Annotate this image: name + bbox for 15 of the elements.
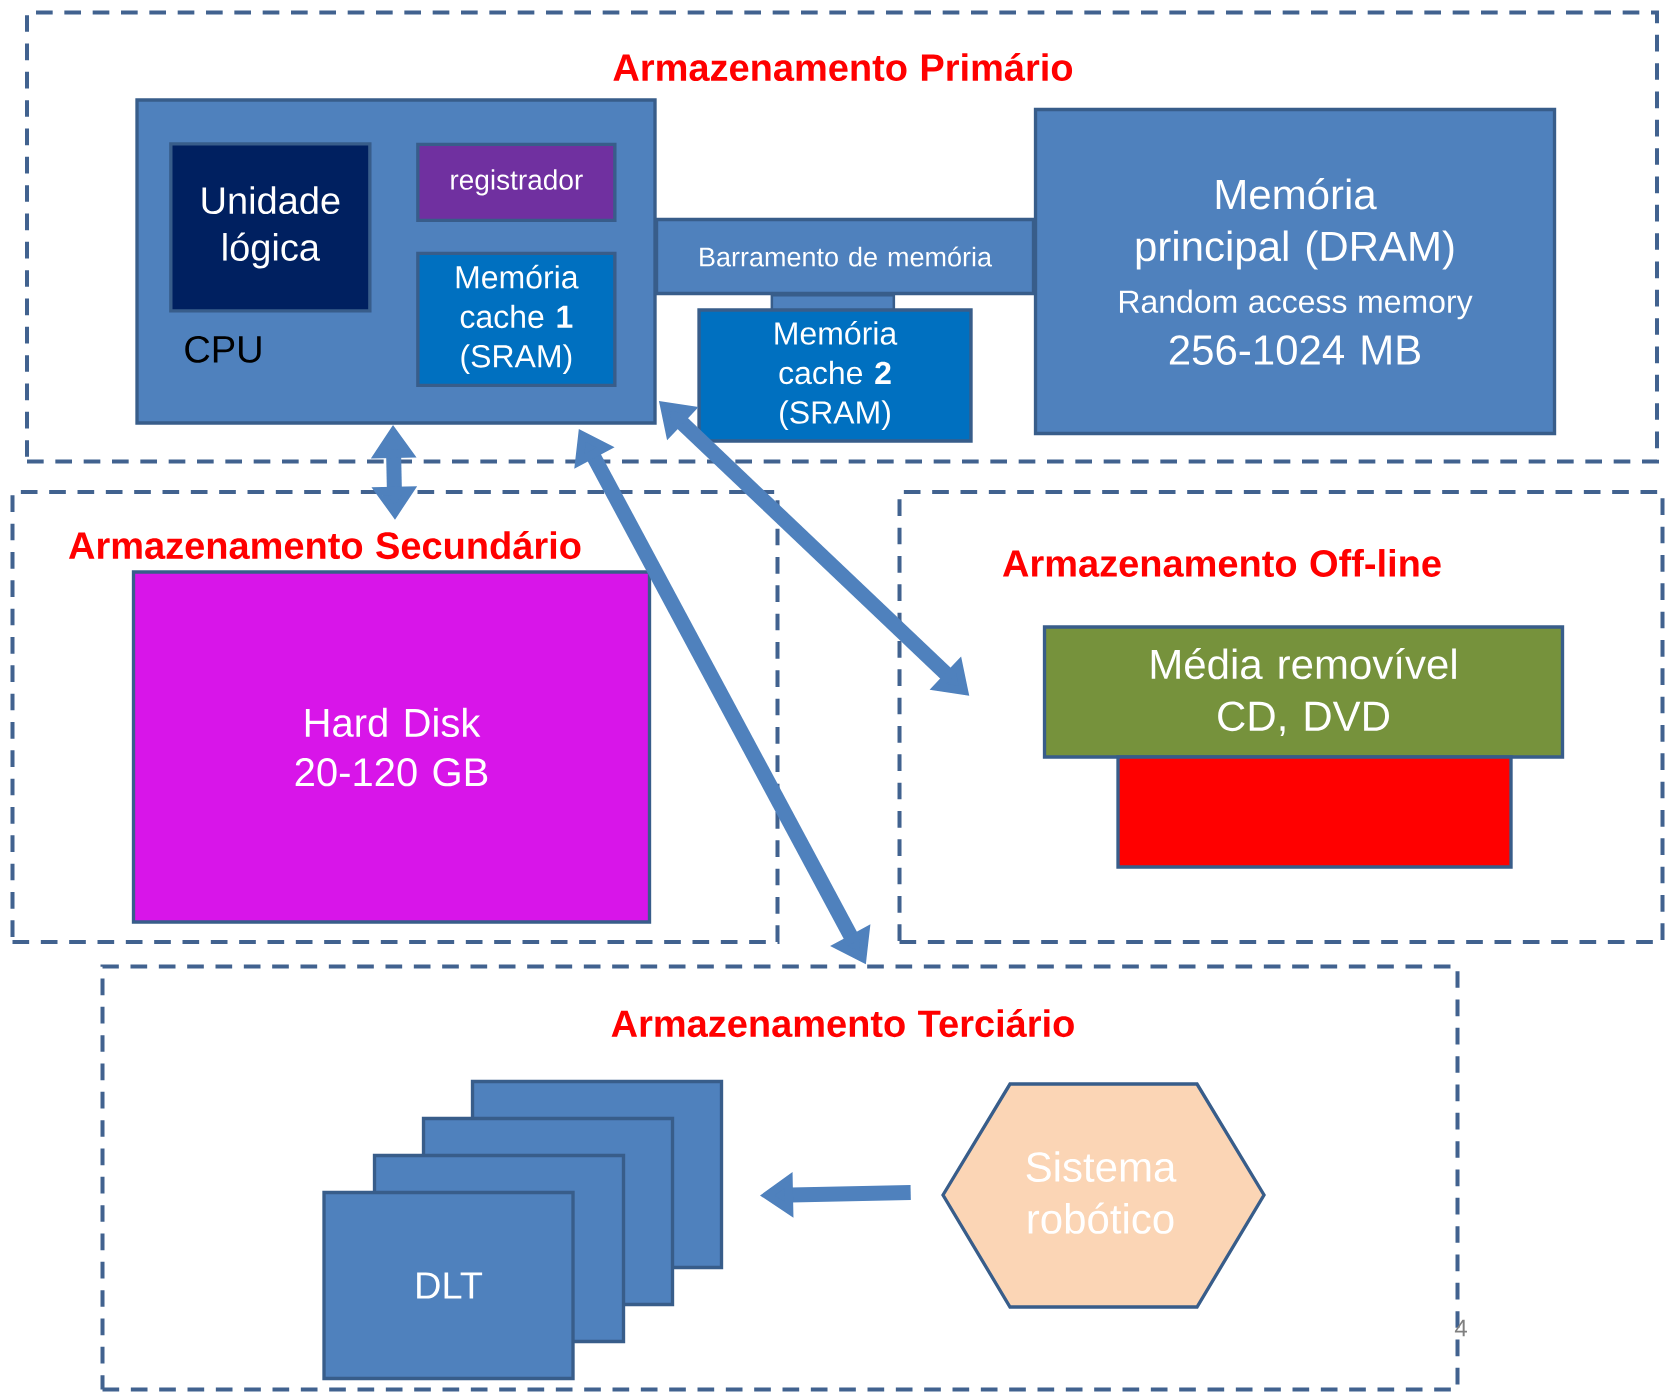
logic-unit-box: Unidade lógica (169, 142, 372, 313)
cache-box: Memória cache 1 (SRAM) (416, 251, 617, 387)
register-box: registrador (416, 142, 617, 222)
group-title: Armazenamento Off-line (1002, 549, 1441, 577)
memory-bus-band: Barramento de memória (654, 217, 1036, 314)
group-title: Armazenamento Secundário (68, 530, 581, 560)
main-memory-box: Memória principal (DRAM) Random access memory 256-1024 MB (1033, 107, 1557, 436)
cache-box: Memória cache 2 (SRAM) (697, 308, 973, 443)
group-title: Armazenamento Primário (613, 52, 1073, 82)
group-title: Armazenamento Terciário (611, 1008, 1074, 1038)
page-number: 4 (1454, 1319, 1467, 1337)
hexagon: Sistema robótico (941, 1082, 1266, 1309)
media-box (1116, 755, 1513, 869)
tape-stack-drawing: DLT (322, 1079, 724, 1381)
removable-media-box: Média removível CD, DVD (1042, 625, 1565, 759)
